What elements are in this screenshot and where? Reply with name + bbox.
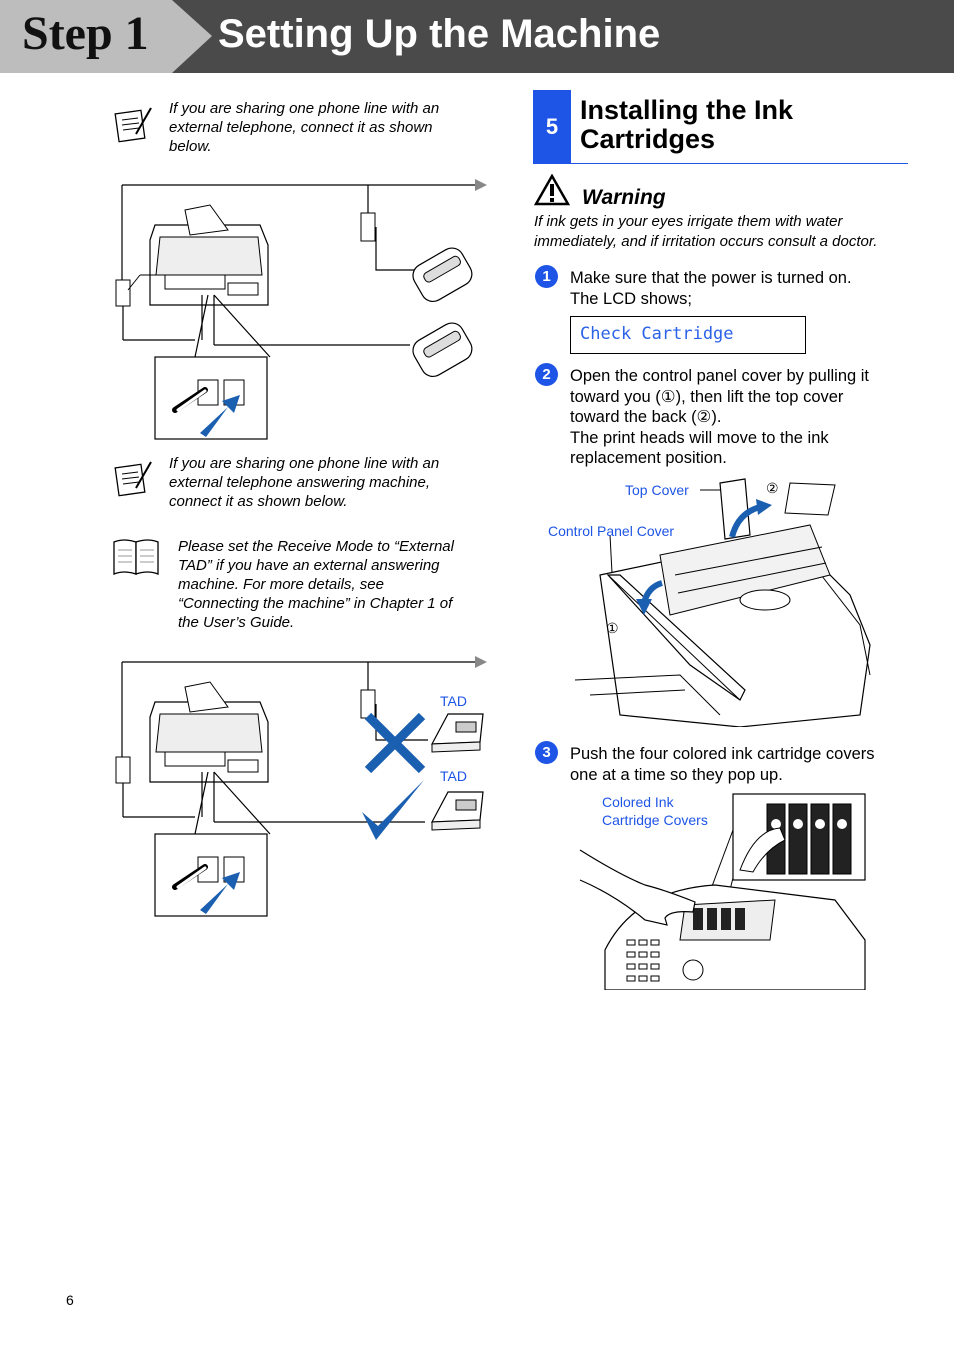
lcd-message: Check Cartridge: [580, 324, 734, 344]
note-line: the User’s Guide.: [178, 614, 295, 631]
tad-label-top: TAD: [440, 693, 467, 709]
label-line: Cartridge Covers: [602, 812, 708, 828]
note-line: If you are sharing one phone line with a…: [169, 100, 440, 117]
step-line: replacement position.: [570, 449, 727, 467]
answering-machine-diagram: [115, 656, 487, 917]
section-number: 5: [533, 90, 571, 164]
step-line: The LCD shows;: [570, 289, 692, 308]
label-line: Colored Ink: [602, 794, 674, 810]
note-line: Please set the Receive Mode to “External: [178, 538, 454, 555]
note-line: TAD” if you have an external answering: [178, 557, 440, 574]
phone-line-diagram: [115, 179, 487, 440]
step-line: one at a time so they pop up.: [570, 765, 783, 784]
note-receive-mode: Please set the Receive Mode to “External…: [178, 537, 478, 632]
marker-2: ②: [766, 480, 779, 496]
step-line: toward the back (②).: [570, 408, 722, 426]
step-line: toward you (①), then lift the top cover: [570, 387, 844, 406]
note-line: below.: [169, 138, 212, 155]
note-line: “Connecting the machine” in Chapter 1 of: [178, 595, 453, 612]
step-line: Push the four colored ink cartridge cove…: [570, 745, 875, 763]
note-answering-machine: If you are sharing one phone line with a…: [169, 454, 469, 511]
warning-icon: [534, 174, 570, 206]
step-bullet: 1: [535, 265, 558, 288]
open-book-icon: [113, 539, 159, 575]
cross-mark-icon: [364, 712, 426, 774]
step-bullet: 2: [535, 363, 558, 386]
step-3-text: Push the four colored ink cartridge cove…: [570, 744, 910, 785]
section-rule: [571, 163, 908, 164]
step-line: Make sure that the power is turned on.: [570, 269, 852, 287]
note-line: connect it as shown below.: [169, 493, 348, 510]
lcd-display: [570, 316, 806, 354]
step-line: Open the control panel cover by pulling …: [570, 367, 870, 385]
top-cover-label: Top Cover: [625, 482, 689, 498]
check-mark-icon: [362, 780, 424, 840]
step-line: The print heads will move to the ink: [570, 428, 829, 447]
step-1-text: Make sure that the power is turned on. T…: [570, 268, 910, 309]
open-covers-illustration: [574, 478, 871, 727]
note-pad-icon: [114, 461, 152, 497]
note-external-phone: If you are sharing one phone line with a…: [169, 99, 469, 156]
step-label: Step 1: [22, 7, 149, 60]
ink-covers-illustration: [579, 793, 866, 990]
warning-title: Warning: [582, 186, 666, 209]
marker-1: ①: [606, 620, 619, 636]
note-line: machine. For more details, see: [178, 576, 384, 593]
step-tab: [0, 0, 212, 73]
note-pad-icon: [114, 107, 152, 143]
warning-text: If ink gets in your eyes irrigate them w…: [534, 213, 878, 250]
control-panel-cover-label: Control Panel Cover: [548, 523, 675, 539]
tad-label-bottom: TAD: [440, 768, 467, 784]
note-line: If you are sharing one phone line with a…: [169, 455, 440, 472]
cartridge-covers-label: Colored Ink Cartridge Covers: [602, 793, 708, 829]
step-2-text: Open the control panel cover by pulling …: [570, 366, 910, 469]
page-number: 6: [66, 1292, 74, 1308]
section-title: Installing the Ink Cartridges: [580, 95, 794, 154]
page-title: Setting Up the Machine: [218, 12, 661, 56]
note-line: external telephone, connect it as shown: [169, 119, 433, 136]
step-bullet: 3: [535, 741, 558, 764]
note-line: external telephone answering machine,: [169, 474, 430, 491]
